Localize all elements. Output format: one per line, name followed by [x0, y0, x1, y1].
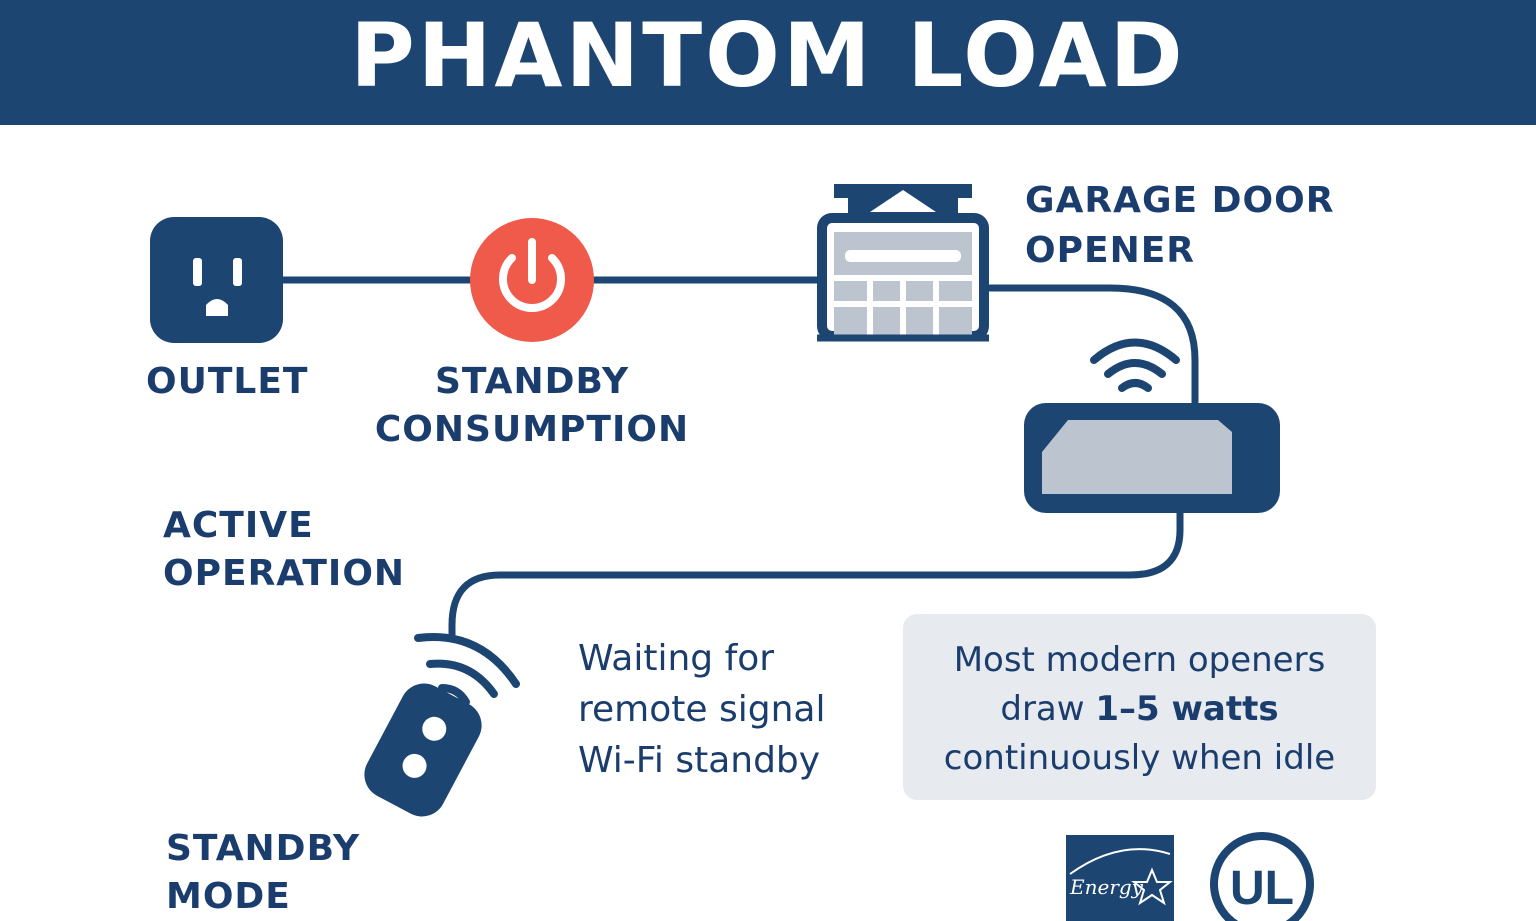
standby-consumption-line-2: CONSUMPTION: [374, 409, 690, 450]
ul-listed-logo: UL: [1210, 832, 1314, 921]
standby-consumption-line-1: STANDBY: [434, 361, 630, 402]
garage-door-opener-line-1: GARAGE DOOR: [1025, 180, 1335, 221]
connector-lines: [276, 276, 1199, 642]
note-line-1: Most modern openers: [953, 640, 1326, 680]
standby-consumption-label: STANDBY CONSUMPTION: [366, 358, 698, 454]
active-operation-line-1: ACTIVE: [163, 505, 314, 546]
energy-star-text: Energy: [1069, 875, 1144, 899]
note-watts-value: 1–5 watts: [1095, 689, 1279, 729]
watts-note-box: Most modern openers draw 1–5 watts conti…: [903, 614, 1376, 800]
standby-mode-line-2: MODE: [166, 876, 291, 917]
watts-note: Most modern openers draw 1–5 watts conti…: [903, 636, 1376, 783]
remote-signal-icon: [414, 633, 520, 706]
standby-mode-line-1: STANDBY: [166, 828, 361, 869]
wifi-icon: [1090, 338, 1180, 392]
note-line-3: continuously when idle: [943, 738, 1336, 778]
page-title: PHANTOM LOAD: [350, 4, 1186, 107]
garage-door-icon: [817, 184, 989, 342]
active-operation-label: ACTIVE OPERATION: [163, 502, 405, 598]
standby-mode-label: STANDBY MODE: [166, 825, 360, 921]
title-banner: [0, 0, 1536, 125]
wifi-router-icon: [1024, 403, 1280, 513]
ul-text: UL: [1230, 862, 1294, 915]
note-line-2: draw 1–5 watts: [903, 685, 1376, 734]
energy-star-logo: Energy: [1066, 835, 1174, 921]
power-icon: [470, 218, 594, 342]
description-line-2: remote signal: [578, 689, 826, 730]
outlet-label: OUTLET: [146, 358, 308, 406]
description-line-3: Wi-Fi standby: [578, 740, 821, 781]
note-line-2-prefix: draw: [1000, 689, 1096, 729]
outlet-icon: [150, 217, 283, 343]
standby-description: Waiting for remote signal Wi-Fi standby: [578, 633, 825, 786]
connector-garage-opener: [986, 284, 1199, 409]
garage-door-opener-label: GARAGE DOOR OPENER: [1025, 176, 1334, 276]
garage-door-opener-line-2: OPENER: [1025, 230, 1196, 271]
description-line-1: Waiting for: [578, 638, 775, 679]
remote-control-icon: [364, 683, 482, 817]
active-operation-line-2: OPERATION: [163, 553, 406, 594]
outlet-label-text: OUTLET: [146, 361, 309, 402]
connector-opener-remote: [448, 509, 1184, 642]
